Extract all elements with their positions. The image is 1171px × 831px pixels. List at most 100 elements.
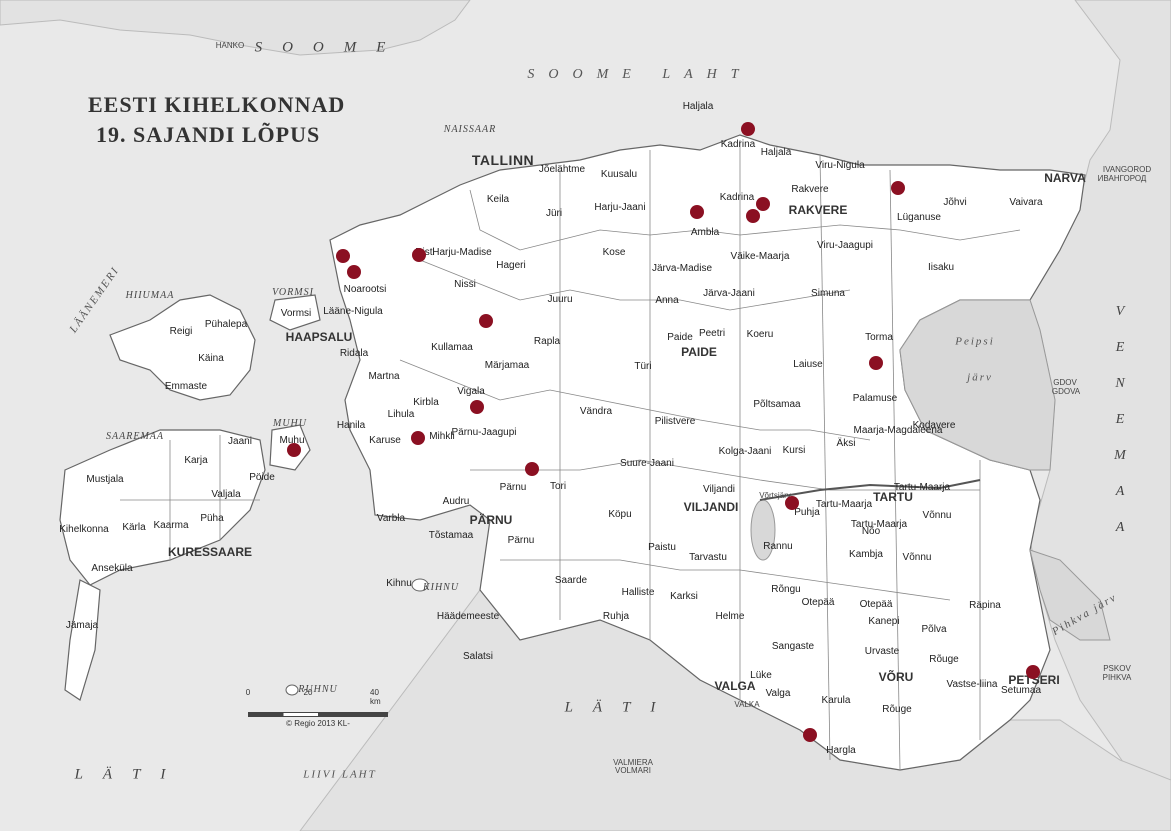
parish-label: Põltsamaa	[753, 399, 801, 410]
marker-petseri	[1026, 665, 1040, 679]
parish-label: Peetri	[698, 328, 726, 339]
island-kihnu	[411, 578, 429, 592]
place-label-ivangorod-ru: ИВАНГОРОД	[1097, 174, 1147, 183]
parish-label: Hargla	[826, 745, 856, 756]
city-label-paide: PAIDE	[681, 345, 717, 359]
city-label-kuressaare: KURESSAARE	[167, 545, 253, 559]
parish-label: Ridala	[339, 348, 369, 359]
parish-label: Reigi	[169, 326, 193, 337]
water-label-liivi-laht: LIIVI LAHT	[303, 768, 377, 781]
country-label-lati-south: LÄTI	[564, 699, 676, 716]
parish-label: Väike-Maarja	[730, 251, 790, 262]
island-saaremaa-sorve	[64, 579, 101, 701]
lake-peipsi	[899, 299, 1056, 471]
scale-tick-0: 0	[245, 688, 251, 697]
parish-label: Paide	[667, 332, 693, 343]
parish-label: Harju-Madise	[432, 247, 492, 258]
marker-haljala	[741, 122, 755, 136]
island-label-hiiumaa: HIIUMAA	[125, 290, 175, 301]
parish-label: Anna	[655, 295, 679, 306]
parish-label: Saarde	[554, 575, 588, 586]
parish-label: Pöide	[249, 472, 275, 483]
place-label-valka: VALKA	[734, 700, 760, 709]
parish-label: Kihnu	[386, 578, 412, 589]
parish-label: Viru-Nigula	[815, 160, 865, 171]
scale-ticks: 0 20 40 km	[246, 688, 388, 712]
parish-label: Karuse	[369, 435, 401, 446]
parish-label: Rakvere	[791, 184, 829, 195]
parish-label: Paistu	[648, 542, 676, 553]
country-label-soome: SOOME	[254, 39, 406, 56]
parish-label: Karula	[821, 695, 851, 706]
parish-label: Jõhvi	[943, 197, 967, 208]
parish-label: Halliste	[621, 587, 655, 598]
parish-label: Jõelähtme	[538, 164, 586, 175]
scale-tick-20: 20	[303, 688, 313, 697]
parish-label: Võnnu	[922, 510, 952, 521]
parish-label: Tarvastu	[689, 552, 727, 563]
island-label-vormsi: VORMSI	[272, 287, 314, 298]
marker-ambla	[690, 205, 704, 219]
parish-label: Kodavere	[912, 420, 956, 431]
island-label-muhu: MUHU	[273, 418, 307, 429]
parish-label: Vaivara	[1009, 197, 1043, 208]
title-line-2: 19. SAJANDI LÕPUS	[96, 122, 321, 147]
parish-label: Põlva	[921, 624, 947, 635]
parish-label: Tõstamaa	[428, 530, 474, 541]
parish-label: Haljala	[760, 147, 792, 158]
parish-label: Simuna	[811, 288, 845, 299]
city-label-petseri: PETSERI	[1008, 673, 1060, 687]
parish-label: Laiuse	[793, 359, 823, 370]
parish-label: Jämaja	[65, 620, 99, 631]
parish-label: Otepää	[859, 599, 893, 610]
parish-label: Häädemeeste	[436, 611, 500, 622]
marker-hargla	[803, 728, 817, 742]
parish-label: Urvaste	[864, 646, 900, 657]
parish-label: Lüganuse	[897, 212, 941, 223]
parish-label: Käina	[198, 353, 224, 364]
parish-label: Tartu-Maarja	[815, 499, 873, 510]
city-label-rakvere: RAKVERE	[788, 203, 848, 217]
parish-label: Järva-Madise	[651, 263, 713, 274]
parish-label: Lüke	[750, 670, 772, 681]
parish-label: Vastse-liina	[946, 679, 998, 690]
parish-label: Kose	[602, 247, 626, 258]
parish-label: Äksi	[836, 438, 856, 449]
parish-label: Sangaste	[771, 641, 815, 652]
place-label-pskov-ru: PIHKVA	[1102, 673, 1132, 682]
parish-label: Kursi	[782, 445, 806, 456]
parish-label: Mustjala	[86, 474, 124, 485]
parish-label: Rõuge	[882, 704, 912, 715]
parish-label: Nissi	[454, 279, 476, 290]
marker-vigala	[470, 400, 484, 414]
island-ruhnu	[285, 684, 299, 696]
parish-label: Järva-Jaani	[703, 288, 755, 299]
parish-label: Räpina	[969, 600, 1001, 611]
parish-label: Kaarma	[153, 520, 189, 531]
water-label-soome-laht: SOOME LAHT	[527, 67, 753, 82]
parish-label: Viljandi	[702, 484, 736, 495]
parish-label: Mihkli	[429, 431, 455, 442]
country-label-lati-sw: LÄTI	[74, 766, 186, 783]
lake-pihkva	[1029, 549, 1111, 641]
city-label-parnu: PÄRNU	[469, 513, 513, 527]
parish-label: Juuru	[547, 294, 573, 305]
parish-label: Karksi	[670, 591, 698, 602]
parish-label: Kadrina	[720, 139, 756, 150]
parish-label: Tartu-Maarja	[850, 519, 908, 530]
marker-kadrina-2	[746, 209, 760, 223]
parish-borders	[120, 140, 1021, 771]
parish-label: Kambja	[849, 549, 883, 560]
parish-label: Kuusalu	[600, 169, 638, 180]
city-label-haapsalu: HAAPSALU	[285, 330, 353, 344]
parish-label: Kolga-Jaani	[718, 446, 772, 457]
parish-label: Rapla	[533, 336, 561, 347]
parish-label: Kadrina	[719, 192, 755, 203]
parish-label: Nõo	[861, 526, 881, 537]
parish-label: Pärnu-Jaagupi	[451, 427, 517, 438]
parish-label: Pärnu	[507, 535, 535, 546]
water-label-vortsjarv: Võrtsjärv	[759, 491, 791, 500]
parish-label: Keila	[486, 194, 510, 205]
marker-puhja	[785, 496, 799, 510]
